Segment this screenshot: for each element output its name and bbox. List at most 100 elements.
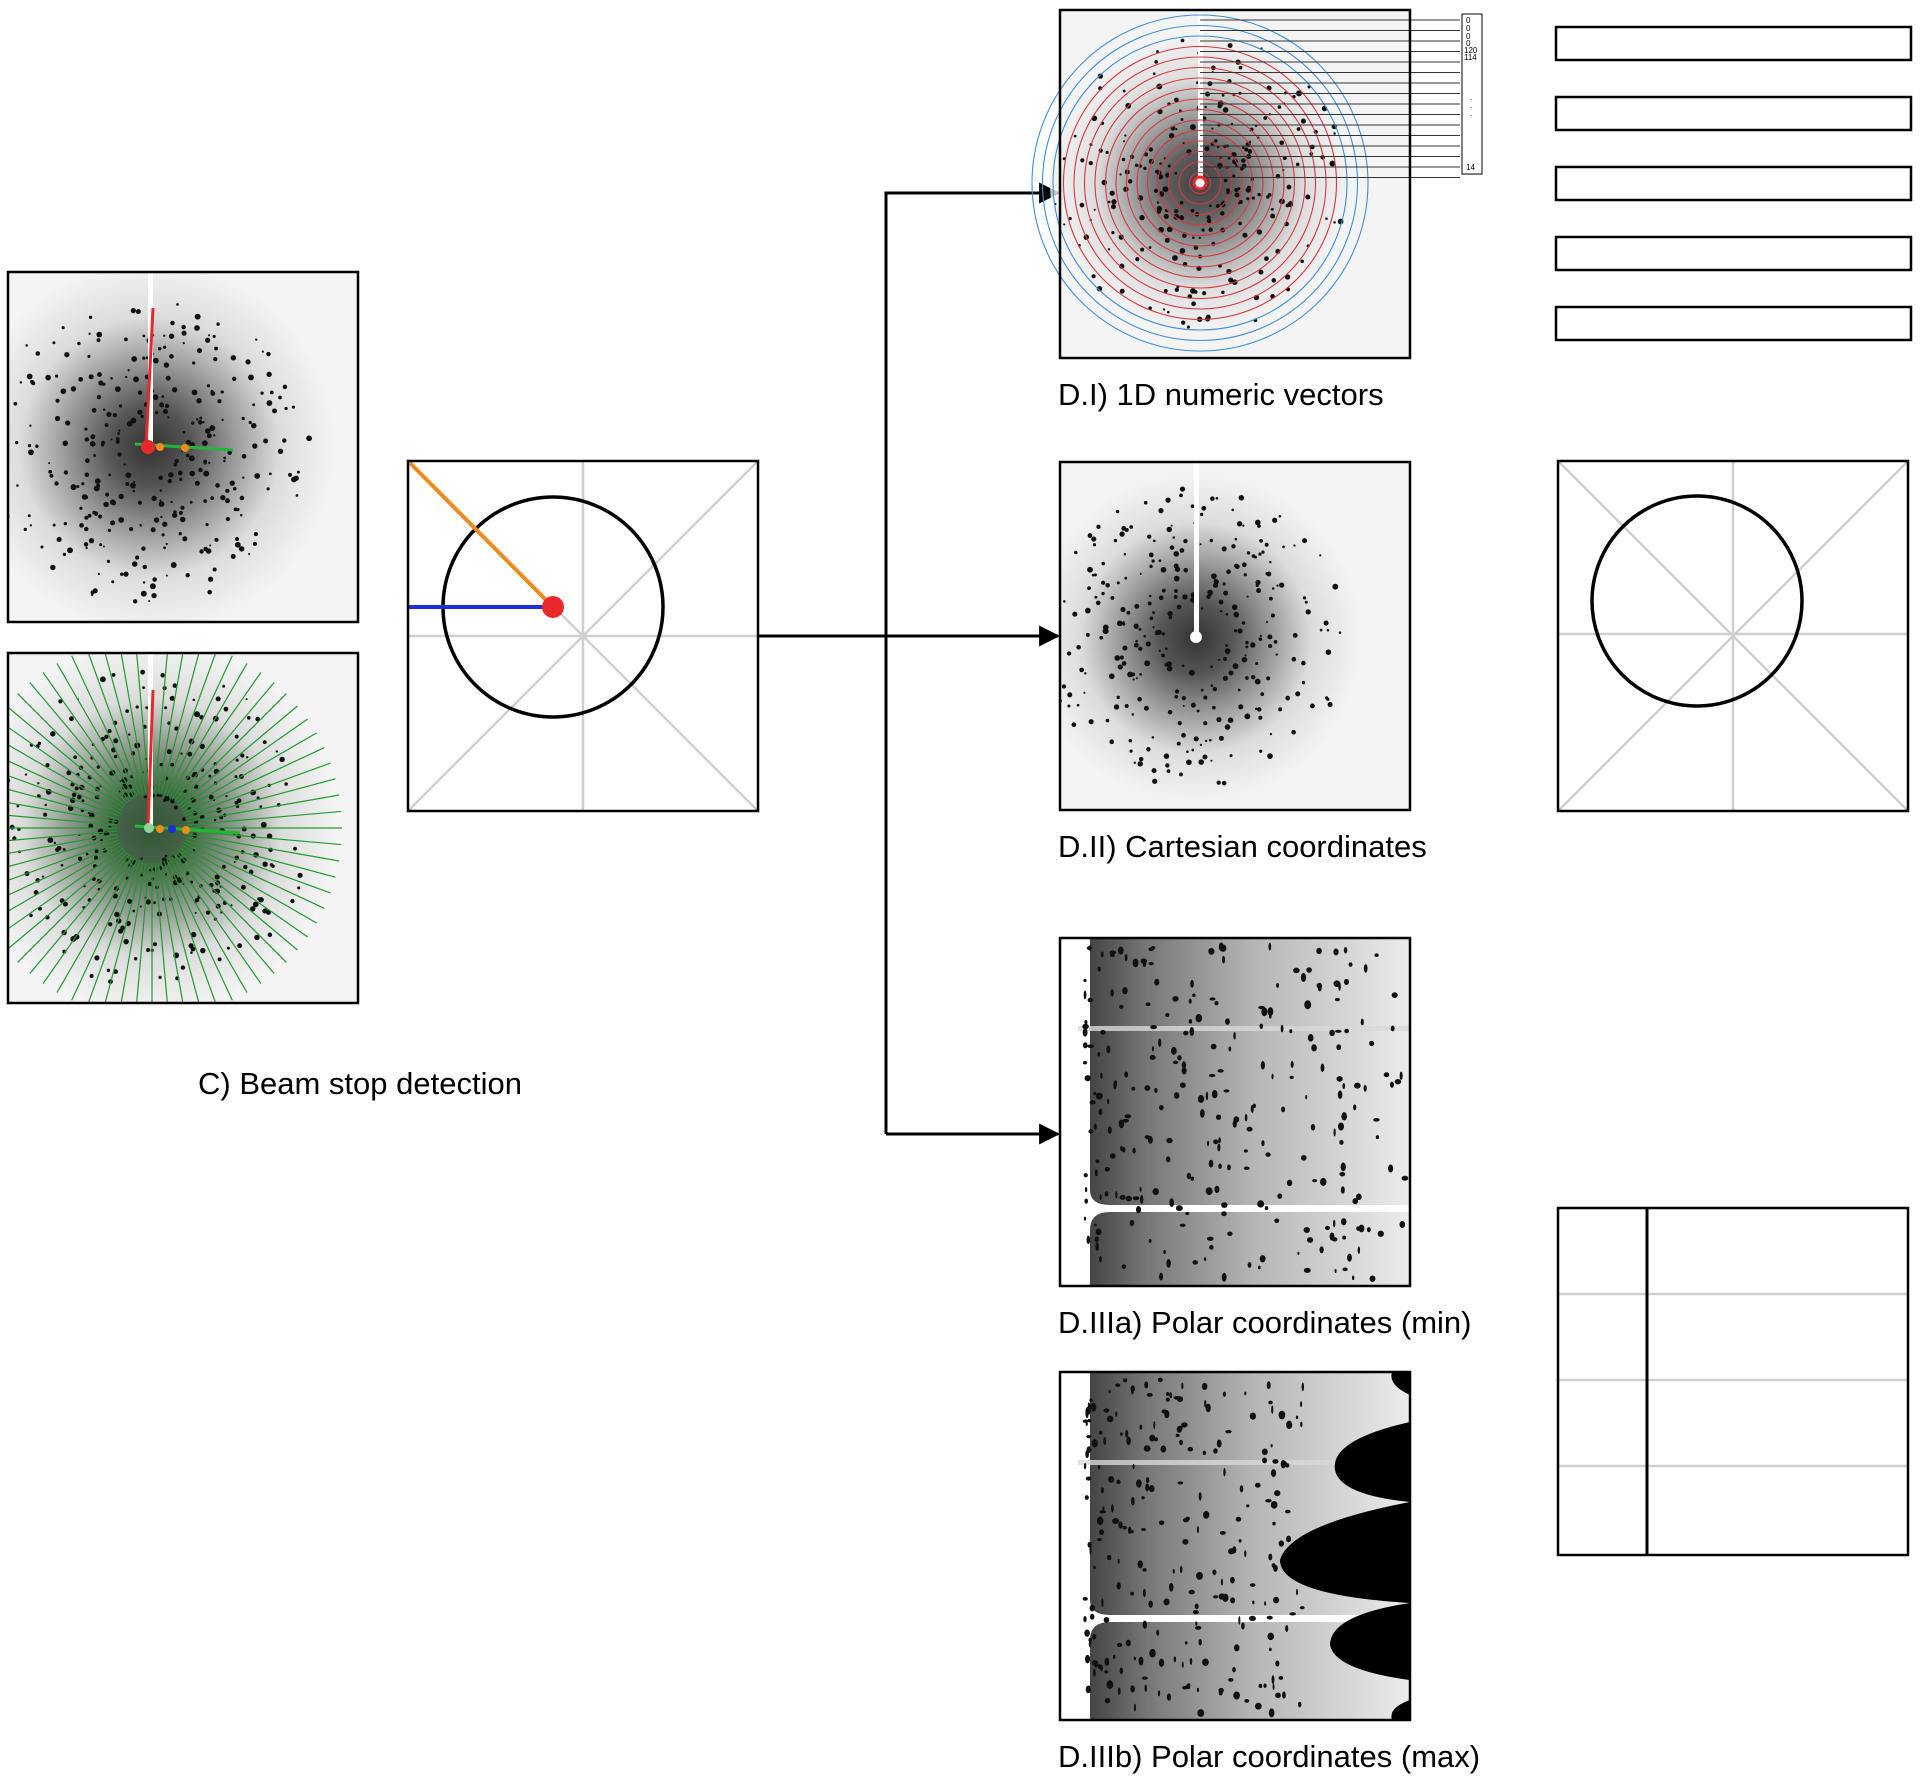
diffraction-spot — [1083, 1173, 1088, 1178]
diffraction-spot — [185, 453, 190, 458]
diffraction-spot — [1113, 538, 1118, 543]
diffraction-spot — [1204, 739, 1208, 743]
diffraction-spot — [160, 673, 165, 678]
orange-dot-icon — [156, 443, 164, 451]
diffraction-spot — [158, 501, 165, 507]
diffraction-spot — [85, 458, 90, 464]
diffraction-spot — [1125, 1195, 1132, 1202]
beam-stop-axis-line — [146, 689, 155, 829]
scan-ring — [1062, 45, 1338, 321]
diffraction-spot — [110, 438, 113, 441]
diffraction-spot — [53, 841, 56, 845]
diffraction-spot — [205, 548, 212, 554]
diffraction-spot — [1139, 214, 1145, 221]
diffraction-spot — [1244, 1391, 1247, 1396]
diffraction-spot — [1160, 566, 1167, 573]
diffraction-spot — [1285, 203, 1290, 208]
diffraction-spot — [1182, 594, 1188, 600]
diffraction-spot — [1295, 691, 1301, 697]
diffraction-spot — [114, 911, 120, 918]
diffraction-spot — [1255, 579, 1261, 586]
diffraction-spot — [77, 341, 81, 346]
diffraction-spot — [1179, 1223, 1186, 1227]
diffraction-spot — [58, 699, 63, 704]
diffraction-spot — [1142, 1620, 1148, 1629]
diffraction-spot — [1215, 1114, 1222, 1120]
scan-ray — [180, 718, 308, 809]
diffraction-spot — [279, 756, 285, 763]
diffraction-spot — [1114, 655, 1121, 661]
diffraction-spot — [1244, 233, 1248, 238]
beam-stop-circle — [1590, 494, 1804, 708]
row-scan-lines — [1200, 19, 1460, 178]
diffraction-spot — [1160, 1445, 1167, 1453]
diffraction-spot — [1212, 1569, 1217, 1576]
diffraction-spot — [1213, 1139, 1219, 1145]
diffraction-spot — [87, 354, 91, 358]
scan-ray — [166, 859, 233, 1001]
diffraction-spot — [1271, 587, 1275, 590]
diffraction-spot — [221, 418, 224, 422]
diffraction-spot — [198, 467, 203, 473]
diffraction-spot — [1341, 1112, 1348, 1121]
diffraction-spot — [1085, 632, 1090, 637]
diffraction-spot — [1169, 1198, 1174, 1207]
diffraction-spot — [1234, 192, 1240, 198]
diffraction-spot — [275, 750, 278, 753]
diffraction-spot — [1089, 1546, 1092, 1555]
diffraction-spot — [1088, 719, 1094, 725]
diffraction-spot — [1223, 1089, 1230, 1093]
diffraction-spot — [194, 711, 201, 718]
diffraction-spot — [1116, 1479, 1121, 1485]
diffraction-spot — [1217, 1069, 1224, 1073]
diffraction-spot — [1110, 204, 1117, 210]
diffraction-spot — [145, 706, 148, 709]
diffraction-spot — [1159, 1272, 1164, 1281]
scan-ray — [186, 833, 340, 862]
diffraction-spot — [178, 510, 183, 515]
diffraction-spot — [1363, 964, 1368, 973]
diffraction-spot — [1186, 1172, 1192, 1180]
diffraction-spot — [1117, 664, 1123, 670]
diffraction-spot — [1088, 1637, 1093, 1643]
diffraction-spot — [1112, 1654, 1116, 1659]
diffraction-spot — [160, 515, 163, 519]
diffraction-spot — [1241, 158, 1246, 163]
diffraction-spot — [1259, 539, 1263, 543]
diffraction-spot — [1196, 709, 1200, 713]
diffraction-spot — [1106, 1680, 1114, 1689]
diffraction-spot — [1278, 1540, 1285, 1547]
diffraction-spot — [1266, 676, 1271, 681]
diffraction-spot — [1390, 1025, 1395, 1032]
diffraction-spot — [1291, 729, 1296, 735]
diffraction-spot — [1105, 583, 1110, 588]
diffraction-spot — [1084, 1495, 1089, 1500]
diffraction-spot — [1086, 1435, 1092, 1439]
diffraction-spot — [1391, 992, 1398, 999]
beam-stop-axis-line — [144, 307, 155, 448]
diffraction-spot — [1169, 1392, 1173, 1399]
diffraction-spot — [1076, 644, 1081, 650]
vector-value: 120 — [1464, 46, 1478, 55]
diffraction-spot — [220, 494, 226, 501]
diffraction-spot — [1196, 1687, 1200, 1693]
diffraction-spot — [1089, 1604, 1095, 1612]
diffraction-spot — [133, 376, 139, 383]
diffraction-spot — [1262, 1457, 1268, 1464]
diffraction-spot — [1173, 594, 1178, 599]
diffraction-spot — [1129, 525, 1134, 529]
diffraction-spot — [158, 475, 163, 481]
diffraction-spot — [23, 527, 27, 532]
diffraction-spot — [1196, 1571, 1203, 1580]
diffraction-spot — [29, 424, 32, 427]
diffraction-spot — [1246, 551, 1251, 555]
diffraction-spot — [29, 913, 33, 918]
diffraction-spot — [233, 860, 236, 864]
diffraction-spot — [1137, 696, 1142, 702]
diffraction-spot — [1122, 621, 1125, 624]
diffraction-spot — [1272, 1459, 1279, 1464]
diffraction-spot — [1151, 559, 1155, 563]
diffraction-spot — [1118, 234, 1124, 240]
diffraction-spot — [1306, 967, 1312, 973]
diffraction-spot — [1225, 1018, 1230, 1025]
